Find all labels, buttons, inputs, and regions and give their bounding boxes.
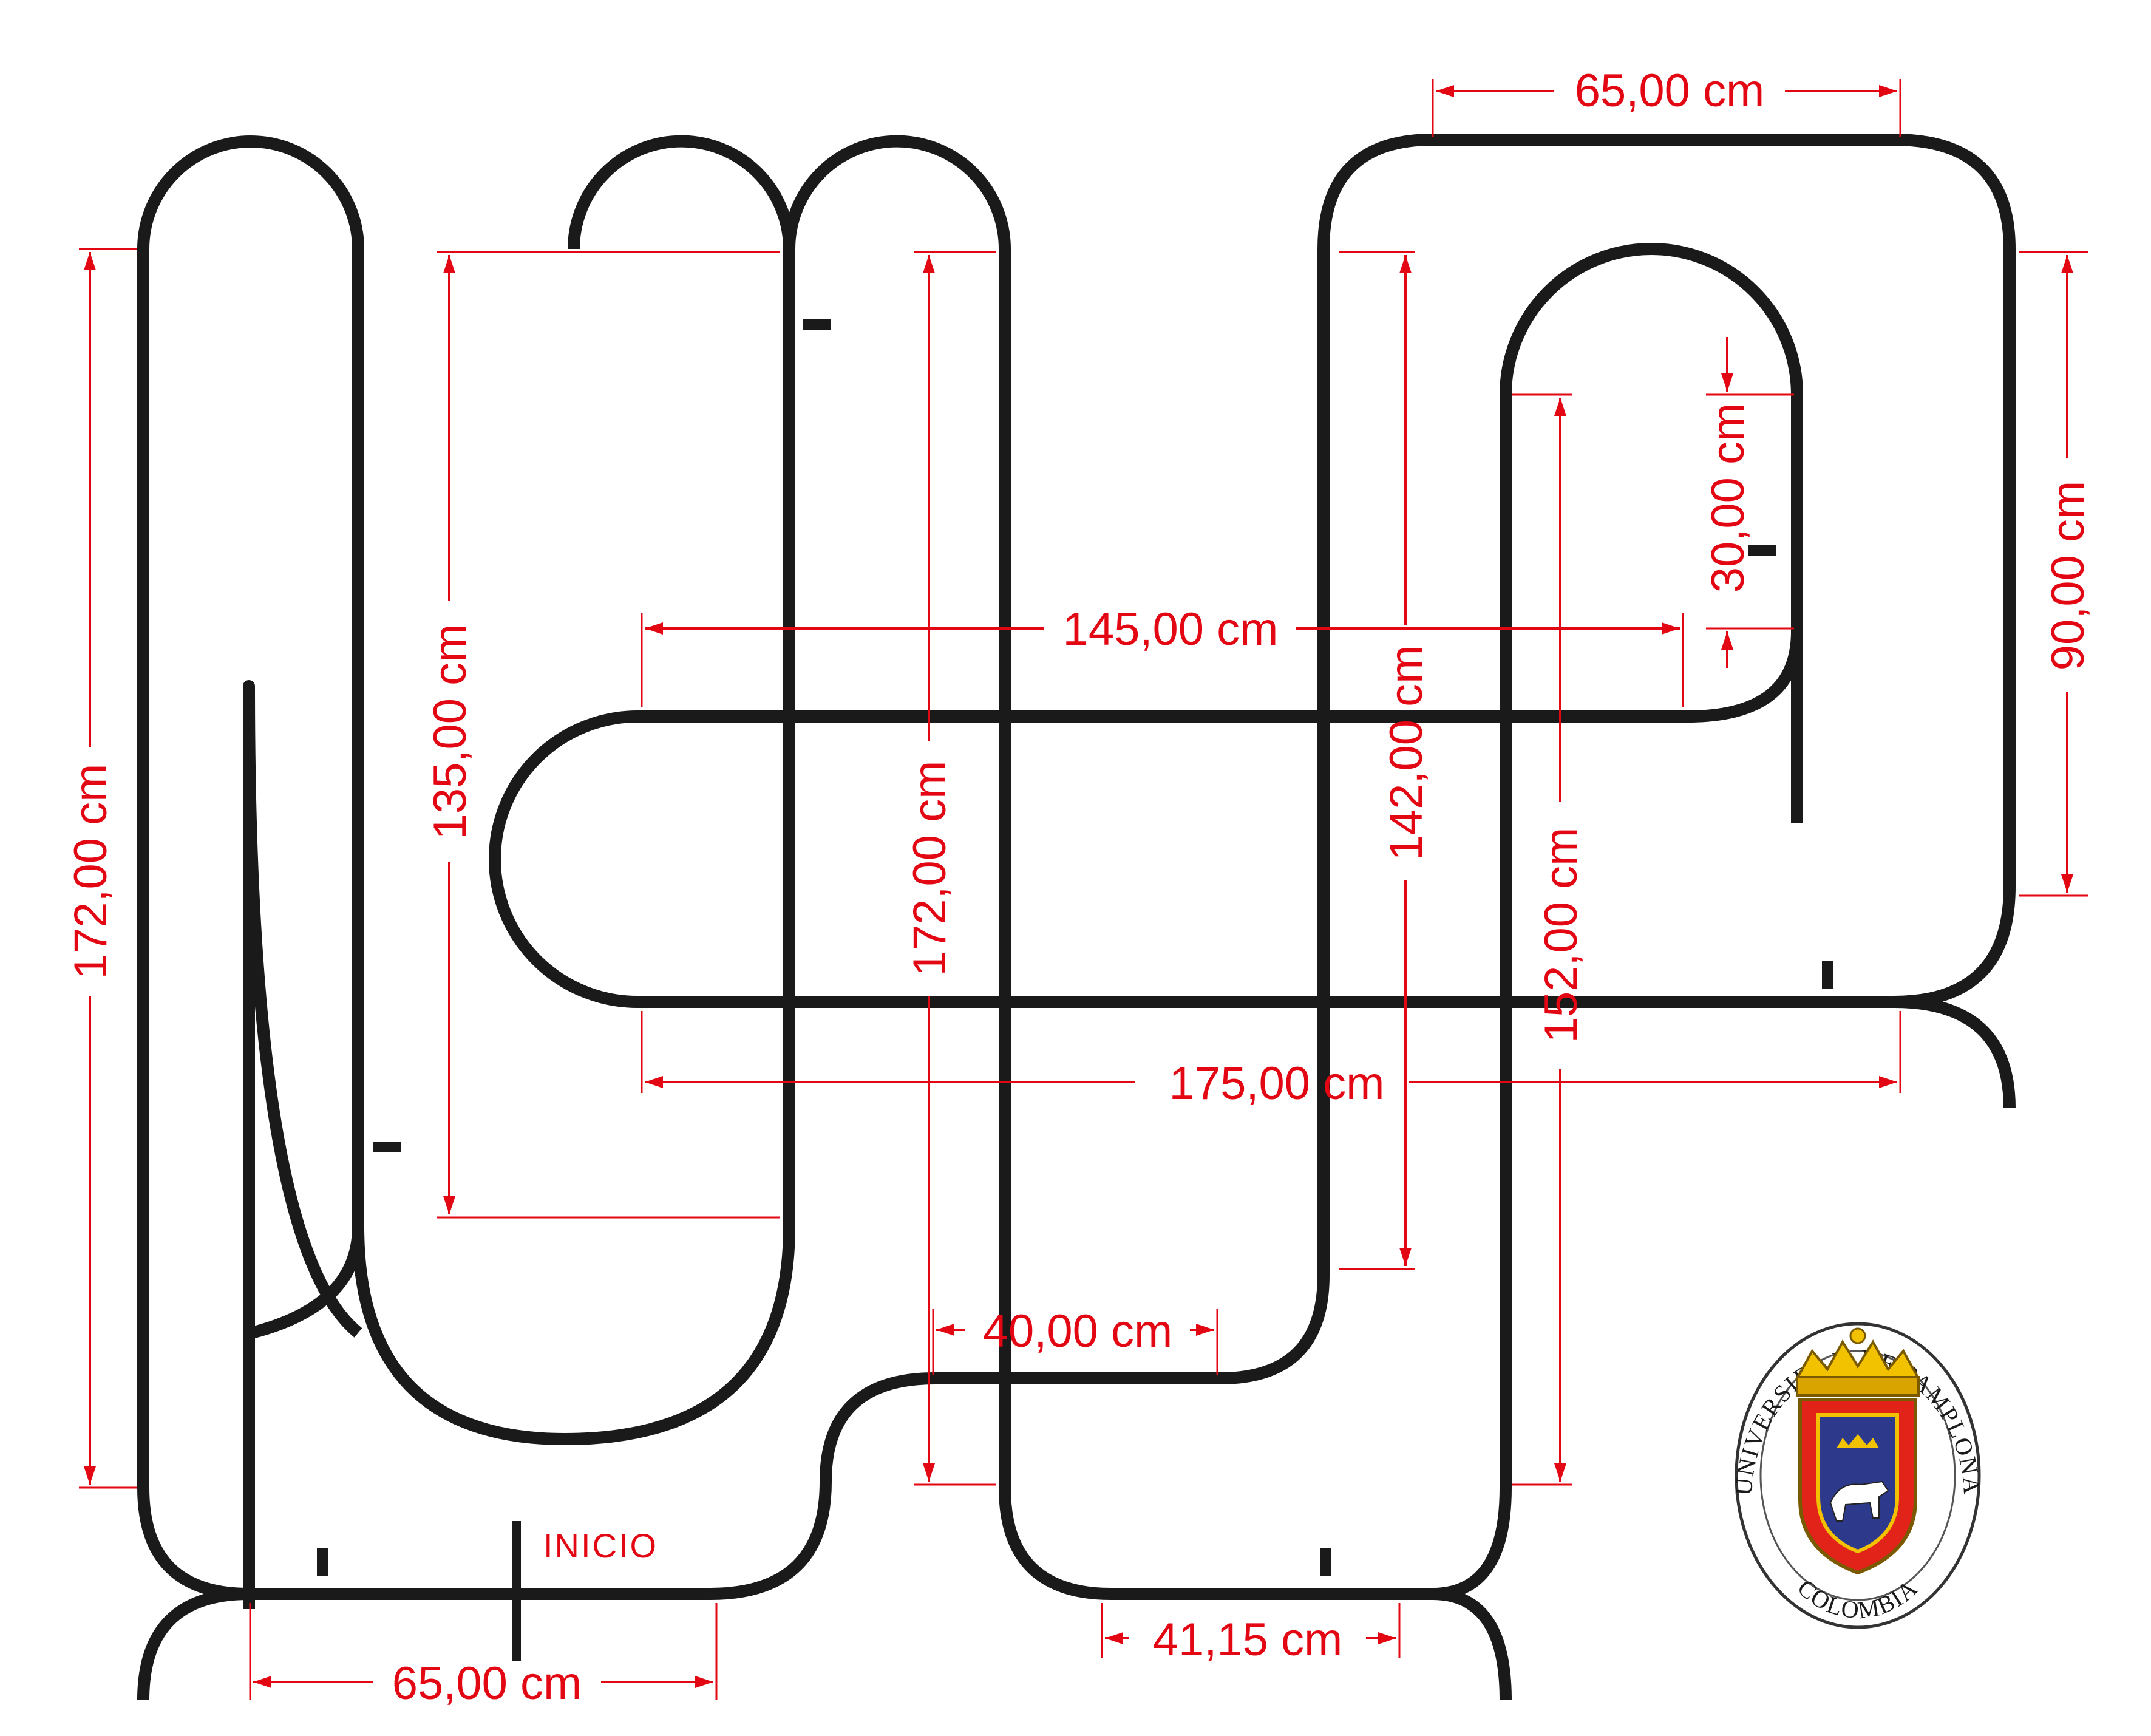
dim-wide-loop-width: 145,00 cm <box>1063 604 1279 655</box>
track-left-column <box>137 135 364 1339</box>
dim-right-inner-height: 142,00 cm <box>1381 645 1432 861</box>
marker <box>373 1142 401 1152</box>
dim-left-height: 172,00 cm <box>65 764 117 979</box>
dimension-lines <box>79 79 2088 1700</box>
marker <box>1822 961 1833 989</box>
dimension-labels: 65,00 cm 172,00 cm 135,00 cm 172,00 cm 1… <box>65 65 2094 1709</box>
track-left-loop <box>243 680 362 1609</box>
marker <box>1748 545 1776 556</box>
dim-bottom-loop-width: 175,00 cm <box>1169 1058 1385 1109</box>
start-label: INICIO <box>543 1527 658 1565</box>
dim-small-gap: 30,00 cm <box>1702 403 1754 593</box>
track-top-bump-left <box>568 135 795 250</box>
track-left-u <box>352 249 795 1445</box>
marker <box>803 319 831 330</box>
marker <box>1320 1548 1331 1576</box>
seal-inner-ring <box>1759 1350 1956 1601</box>
dim-right-loop-height: 152,00 cm <box>1535 828 1587 1043</box>
dim-bottom-right-width: 41,15 cm <box>1153 1614 1343 1666</box>
track-bottom-left-hook <box>137 1588 250 1701</box>
track-lines <box>137 134 2016 1701</box>
crown-icon <box>1795 1327 1921 1397</box>
track-bottom-right-hook <box>1432 1588 1512 1701</box>
dim-top-right-width: 65,00 cm <box>1575 65 1765 117</box>
dim-step-width: 40,00 cm <box>983 1305 1173 1357</box>
shield-icon <box>1798 1398 1917 1575</box>
track-right-hook <box>1791 631 2016 1109</box>
dim-far-right-height: 90,00 cm <box>2042 481 2094 671</box>
start-line <box>512 1521 521 1661</box>
dim-inner-u-height: 135,00 cm <box>424 624 476 840</box>
dim-center-height: 172,00 cm <box>904 761 956 976</box>
dim-bottom-left-width: 65,00 cm <box>392 1658 582 1709</box>
university-seal: UNIVERSIDAD DE PAMPLONA COLOMBIA <box>1730 1322 1985 1629</box>
marker <box>317 1548 328 1576</box>
track-top-bump-right <box>489 135 1894 1600</box>
track-left-outer <box>137 134 2016 1600</box>
